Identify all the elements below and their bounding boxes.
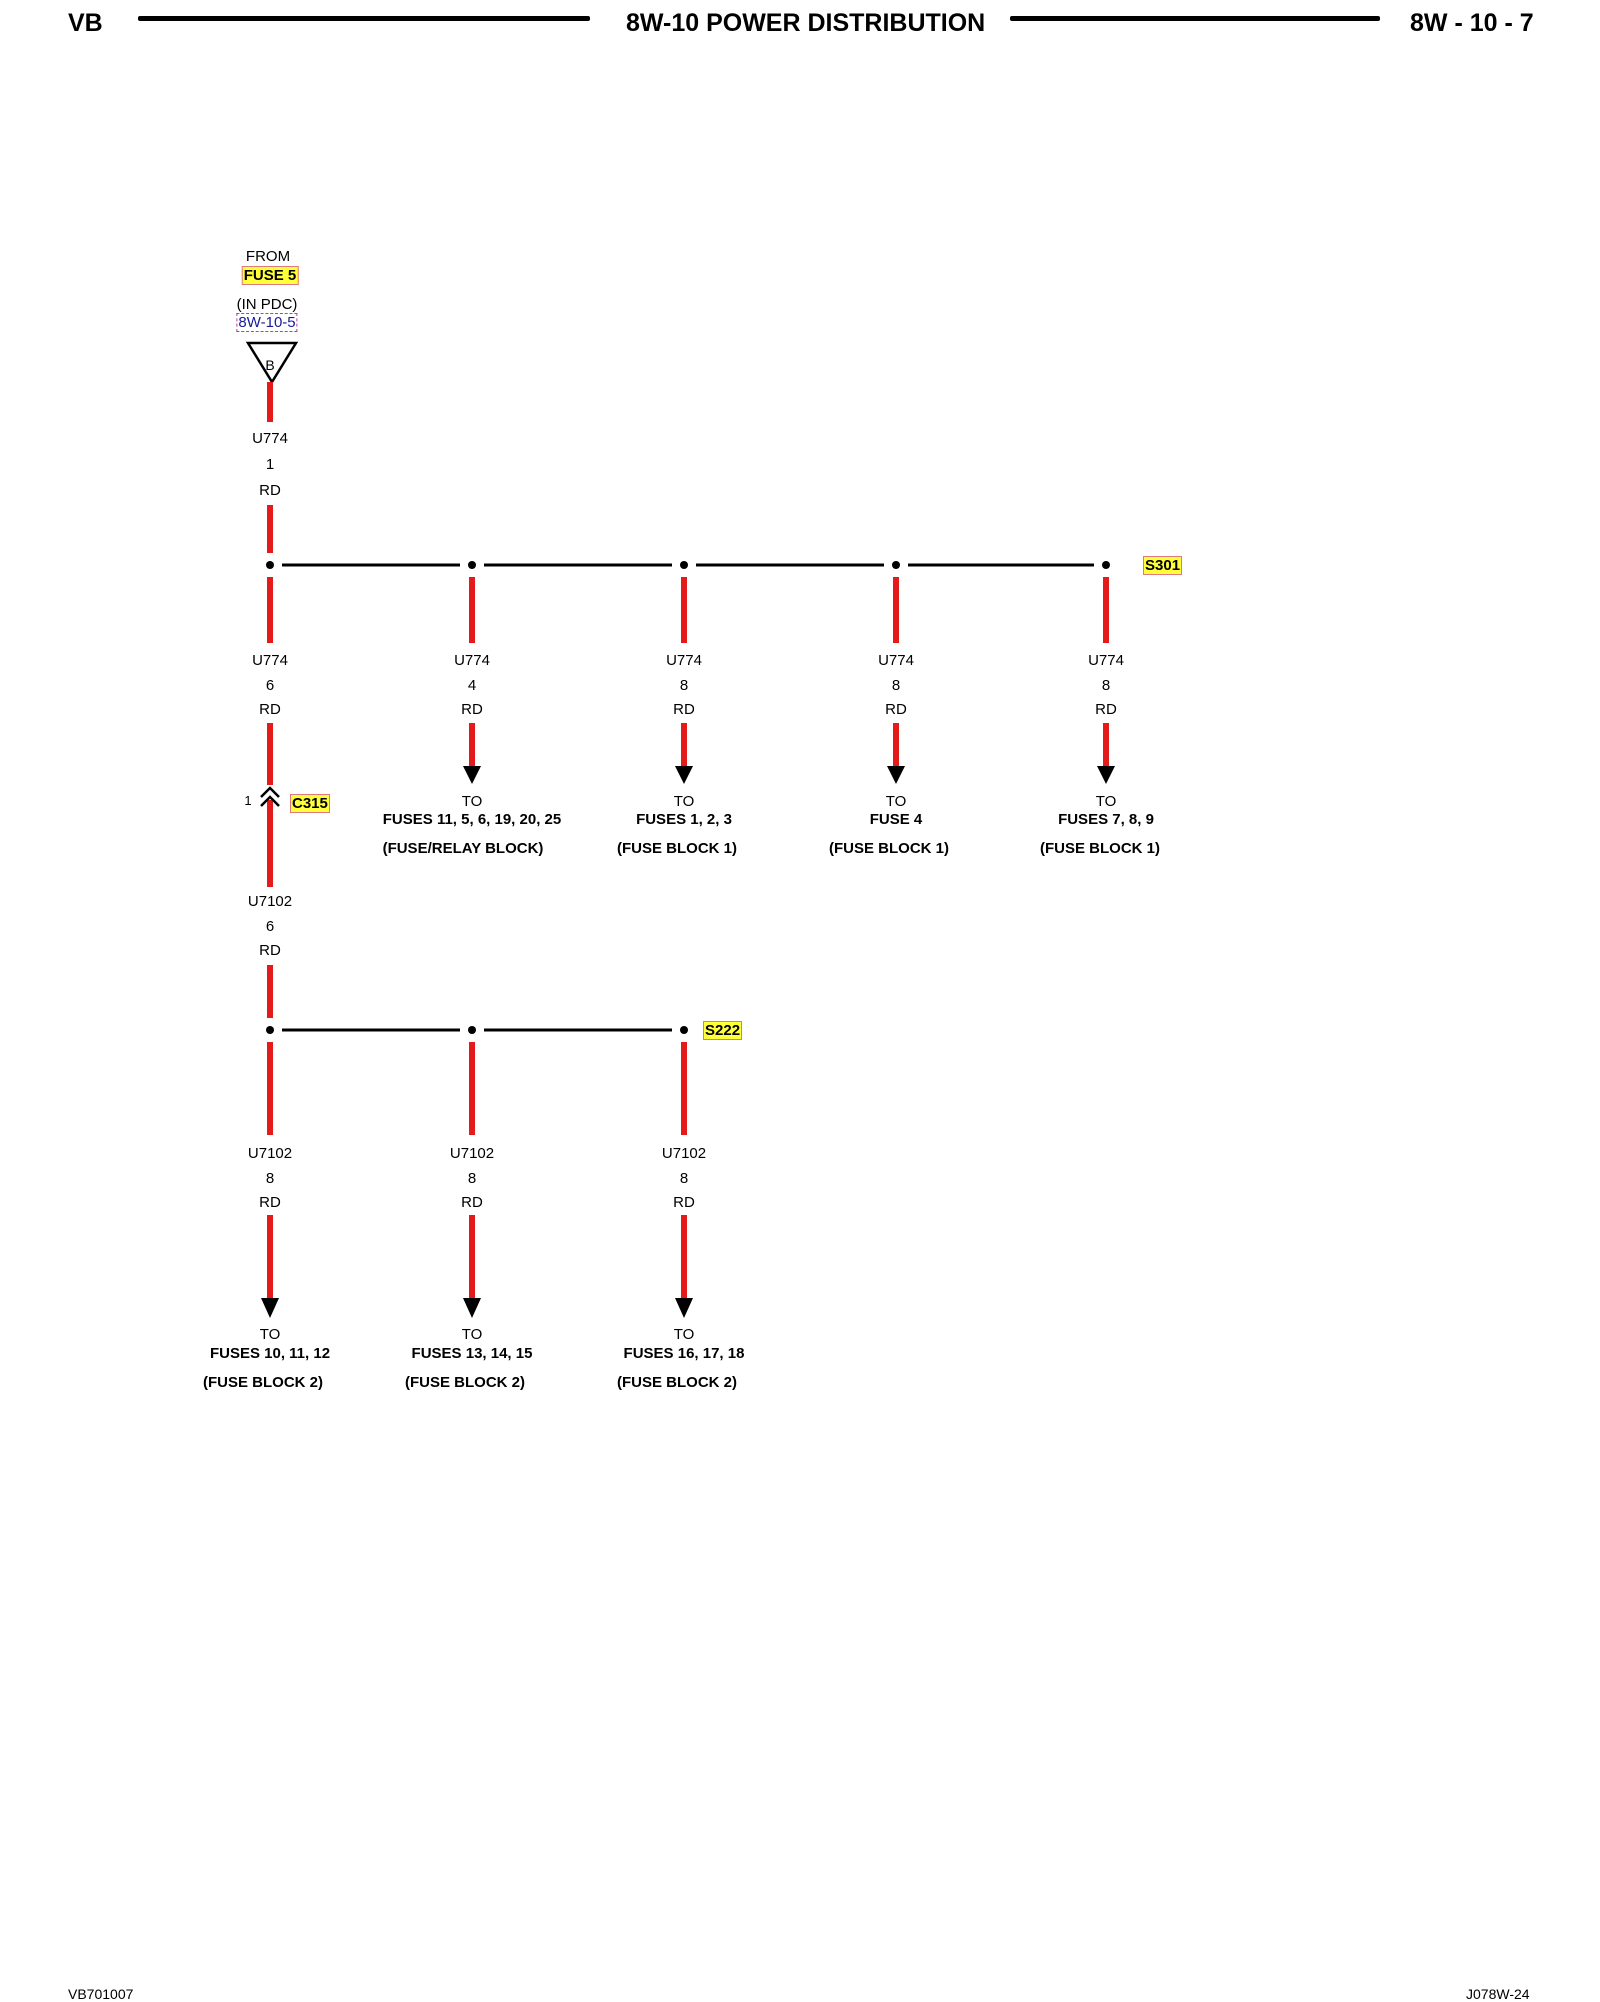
s222-b2-to: TO bbox=[461, 1326, 483, 1343]
header-rule-left bbox=[138, 16, 590, 21]
connector-b-letter: B bbox=[265, 357, 275, 373]
s301-b5-color: RD bbox=[1095, 701, 1117, 718]
s301-node-5 bbox=[1102, 561, 1110, 569]
s222-b2-color: RD bbox=[461, 1194, 483, 1211]
arrow-branch-2 bbox=[463, 766, 481, 784]
s301-b5-circuit: U774 bbox=[1088, 652, 1124, 669]
s222-node-1 bbox=[266, 1026, 274, 1034]
splice-s301-label[interactable]: S301 bbox=[1143, 556, 1183, 575]
arrowheads bbox=[261, 766, 1115, 1318]
footer-page-code: J078W-24 bbox=[1466, 1986, 1530, 2002]
s301-b1-circuit: U774 bbox=[252, 652, 288, 669]
s301-b4-destination: FUSE 4 bbox=[869, 811, 923, 828]
s301-node-3 bbox=[680, 561, 688, 569]
s222-node-2 bbox=[468, 1026, 476, 1034]
s222-b3-color: RD bbox=[673, 1194, 695, 1211]
s301-b3-block: (FUSE BLOCK 1) bbox=[617, 840, 737, 857]
s301-b4-to: TO bbox=[885, 793, 907, 810]
source-location-label: (IN PDC) bbox=[236, 296, 298, 313]
s222-b2-gauge: 8 bbox=[467, 1170, 477, 1187]
s301-b1-color: RD bbox=[259, 701, 281, 718]
s222-b1-gauge: 8 bbox=[265, 1170, 275, 1187]
s222-b1-block: (FUSE BLOCK 2) bbox=[203, 1374, 323, 1391]
mid-color: RD bbox=[259, 942, 281, 959]
s222-b3-gauge: 8 bbox=[679, 1170, 689, 1187]
s301-b1-gauge: 6 bbox=[265, 677, 275, 694]
s222-b2-destination: FUSES 13, 14, 15 bbox=[411, 1345, 533, 1362]
connector-c315-label[interactable]: C315 bbox=[290, 794, 330, 813]
arrow-branch-5 bbox=[1097, 766, 1115, 784]
s222-b3-to: TO bbox=[673, 1326, 695, 1343]
connector-b-triangle bbox=[245, 341, 299, 385]
page-title: 8W-10 POWER DISTRIBUTION bbox=[626, 9, 986, 37]
s301-node-1 bbox=[266, 561, 274, 569]
c315-wrapper: C315 bbox=[290, 794, 330, 813]
source-fuse-wrapper: FUSE 5 bbox=[241, 266, 299, 285]
s301-b2-to: TO bbox=[461, 793, 483, 810]
s301-b2-circuit: U774 bbox=[454, 652, 490, 669]
s301-b2-color: RD bbox=[461, 701, 483, 718]
c315-pin: 1 bbox=[244, 793, 252, 808]
source-fuse-label[interactable]: FUSE 5 bbox=[241, 266, 299, 285]
splice-s222-label[interactable]: S222 bbox=[703, 1021, 743, 1040]
feed-circuit: U774 bbox=[252, 430, 288, 447]
wire-segments bbox=[267, 382, 1109, 1300]
s301-b3-destination: FUSES 1, 2, 3 bbox=[636, 811, 732, 828]
s222-b1-circuit: U7102 bbox=[247, 1145, 293, 1162]
arrow-s222-branch-3 bbox=[675, 1298, 693, 1318]
s301-b4-gauge: 8 bbox=[891, 677, 901, 694]
arrow-branch-3 bbox=[675, 766, 693, 784]
s222-b1-destination: FUSES 10, 11, 12 bbox=[209, 1345, 331, 1362]
header-rule-right bbox=[1010, 16, 1380, 21]
splice-nodes bbox=[266, 561, 1110, 1034]
c315-connector-chevron bbox=[260, 786, 280, 807]
s301-b2-block: (FUSE/RELAY BLOCK) bbox=[382, 840, 544, 857]
s301-b4-circuit: U774 bbox=[878, 652, 914, 669]
arrow-s222-branch-1 bbox=[261, 1298, 279, 1318]
source-from-label: FROM bbox=[245, 248, 291, 265]
s301-b2-destination: FUSES 11, 5, 6, 19, 20, 25 bbox=[382, 811, 562, 828]
s301-b3-to: TO bbox=[673, 793, 695, 810]
s301-b5-block: (FUSE BLOCK 1) bbox=[1040, 840, 1160, 857]
s301-b5-to: TO bbox=[1095, 793, 1117, 810]
s301-b4-block: (FUSE BLOCK 1) bbox=[829, 840, 949, 857]
mid-gauge: 6 bbox=[265, 918, 275, 935]
s301-b5-destination: FUSES 7, 8, 9 bbox=[1058, 811, 1154, 828]
s301-b3-circuit: U774 bbox=[666, 652, 702, 669]
s301-b5-gauge: 8 bbox=[1101, 677, 1111, 694]
s301-node-4 bbox=[892, 561, 900, 569]
arrow-branch-4 bbox=[887, 766, 905, 784]
s301-b3-gauge: 8 bbox=[679, 677, 689, 694]
header-left-code: VB bbox=[68, 9, 103, 37]
s301-b3-color: RD bbox=[673, 701, 695, 718]
s222-b1-color: RD bbox=[259, 1194, 281, 1211]
source-ref-wrapper: 8W-10-5 bbox=[236, 313, 298, 332]
s301-b2-gauge: 4 bbox=[467, 677, 477, 694]
splice-bus-lines bbox=[282, 563, 1094, 1032]
mid-circuit: U7102 bbox=[247, 893, 293, 910]
s222-node-3 bbox=[680, 1026, 688, 1034]
s222-b3-block: (FUSE BLOCK 2) bbox=[617, 1374, 737, 1391]
s301-wrapper: S301 bbox=[1143, 556, 1183, 575]
source-ref-link[interactable]: 8W-10-5 bbox=[236, 313, 298, 332]
footer-doc-id: VB701007 bbox=[68, 1986, 134, 2002]
arrow-s222-branch-2 bbox=[463, 1298, 481, 1318]
s222-b2-circuit: U7102 bbox=[449, 1145, 495, 1162]
s301-node-2 bbox=[468, 561, 476, 569]
feed-color: RD bbox=[259, 482, 281, 499]
s222-wrapper: S222 bbox=[703, 1021, 743, 1040]
s301-b4-color: RD bbox=[885, 701, 907, 718]
s222-b1-to: TO bbox=[259, 1326, 281, 1343]
s222-b3-circuit: U7102 bbox=[661, 1145, 707, 1162]
feed-gauge: 1 bbox=[265, 456, 275, 473]
s222-b2-block: (FUSE BLOCK 2) bbox=[405, 1374, 525, 1391]
page-number: 8W - 10 - 7 bbox=[1410, 9, 1534, 37]
s222-b3-destination: FUSES 16, 17, 18 bbox=[623, 1345, 745, 1362]
